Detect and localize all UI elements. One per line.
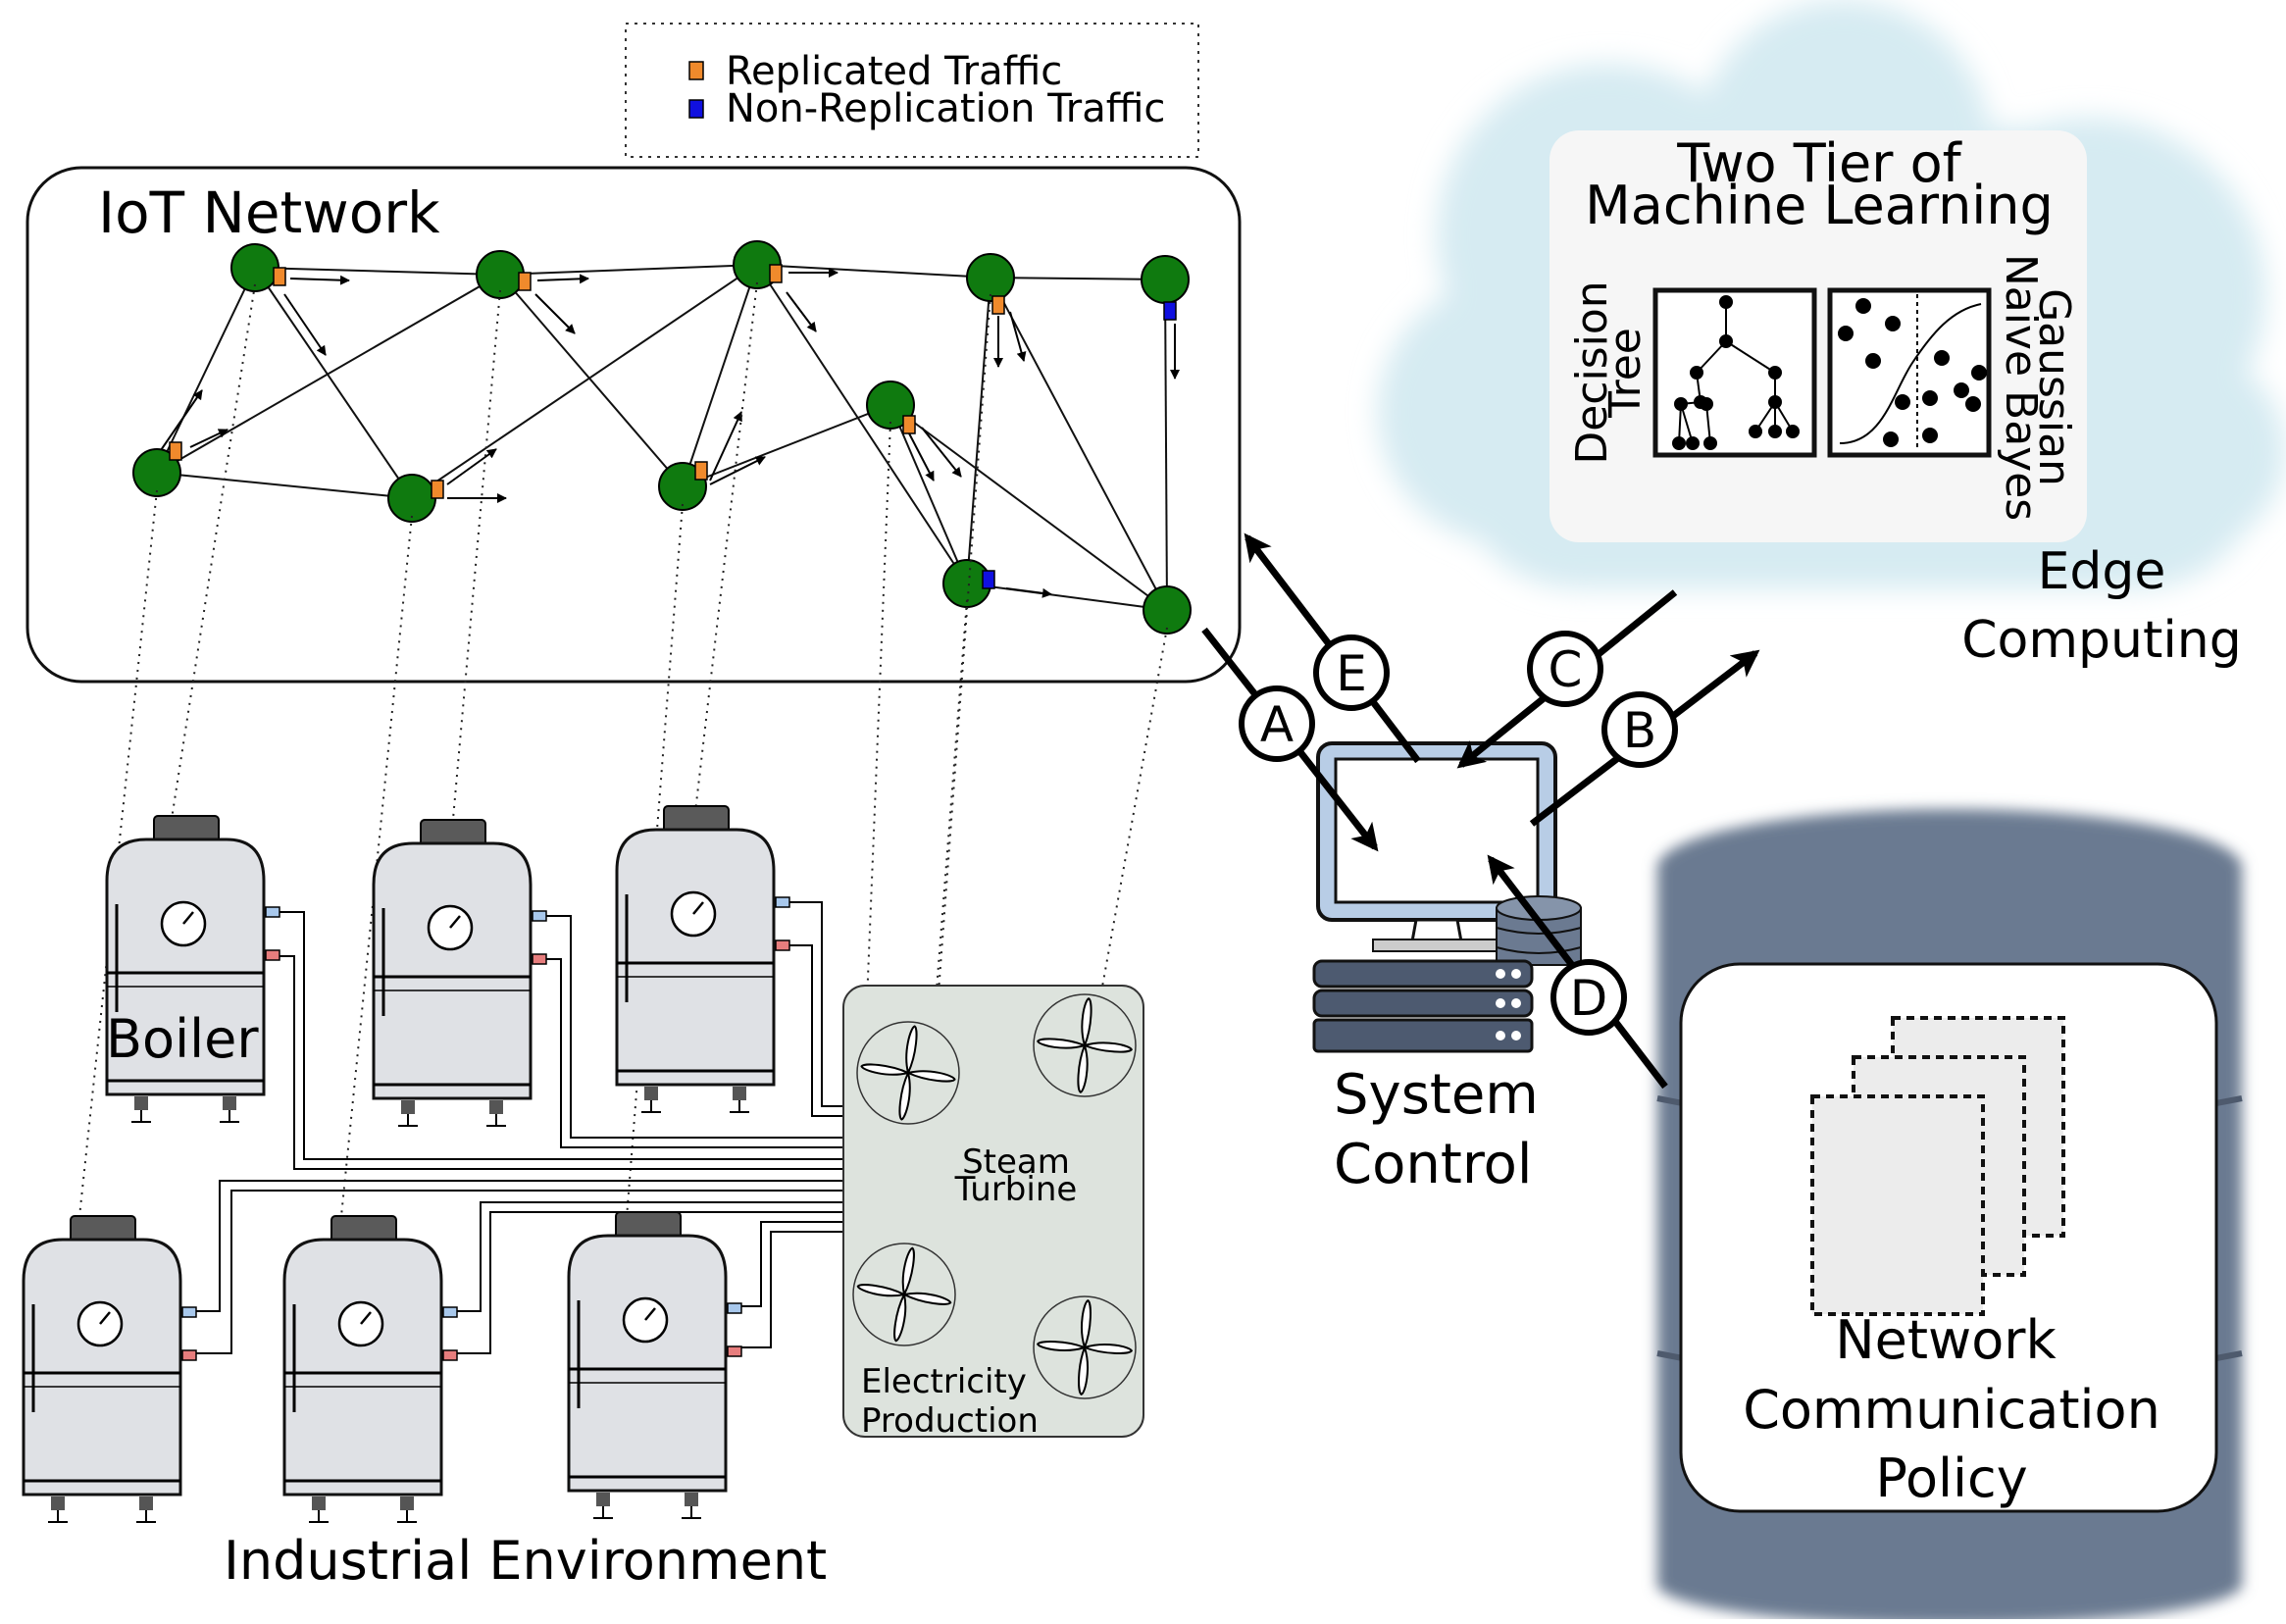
legend: Replicated Traffic Non-Replication Traff… [625, 23, 1199, 158]
industrial-environment-label: Industrial Environment [224, 1530, 827, 1592]
iot-node[interactable] [658, 462, 707, 511]
system-control-line2: Control [1334, 1133, 1532, 1196]
fan-icon [1033, 993, 1137, 1097]
system-control-line1: System [1334, 1063, 1539, 1127]
boiler-label: Boiler [106, 1008, 259, 1070]
replicated-traffic-marker [431, 480, 444, 499]
svg-text:C: C [1549, 641, 1583, 698]
electricity-production-line1: Electricity [861, 1362, 1027, 1401]
non-replication-traffic-marker [1163, 301, 1177, 321]
dt-label-line2: Tree [1600, 328, 1651, 419]
boiler[interactable] [282, 1215, 458, 1523]
replicated-traffic-marker [694, 461, 708, 481]
decision-tree-icon [1672, 295, 1800, 450]
iot-node[interactable] [1143, 585, 1192, 634]
steam-turbine-line1: Steam [962, 1142, 1070, 1182]
boiler[interactable] [105, 815, 280, 1123]
iot-network-title: IoT Network [98, 179, 440, 246]
edge-label-line2: Computing [1961, 611, 2242, 670]
iot-node[interactable] [387, 474, 436, 523]
policy-label-line1: Network [1835, 1309, 2057, 1371]
legend-non-replication-label: Non-Replication Traffic [726, 86, 1165, 131]
steam-turbine-line2: Turbine [954, 1170, 1078, 1209]
boilers [22, 805, 790, 1523]
system-control-computer[interactable] [1312, 741, 1582, 1053]
policy-database: Network Communication Policy [1656, 809, 2243, 1624]
ml-title-line2: Machine Learning [1585, 175, 2054, 236]
ml-title-line1: Two Tier of [1676, 132, 1962, 194]
electricity-production-line2: Production [861, 1401, 1039, 1441]
svg-text:A: A [1260, 696, 1294, 753]
fan-icon [856, 1021, 960, 1125]
boiler[interactable] [372, 819, 547, 1127]
pipes [196, 901, 843, 1354]
replicated-traffic-marker [273, 267, 286, 286]
boiler[interactable] [22, 1215, 197, 1523]
replicated-traffic-marker [169, 441, 182, 461]
flow-label-c: C [1527, 631, 1603, 707]
gaussian-nb-box [1827, 287, 1992, 458]
traffic-arrows [158, 268, 1180, 598]
replicated-traffic-marker [902, 415, 916, 434]
legend-non-replication-swatch [688, 99, 704, 119]
svg-text:D: D [1570, 970, 1608, 1027]
legend-replicated-label: Replicated Traffic [726, 49, 1062, 94]
fan-icon [852, 1243, 956, 1346]
iot-node[interactable] [230, 243, 279, 292]
replicated-traffic-marker [991, 295, 1005, 315]
iot-node[interactable] [132, 448, 181, 497]
fan-icon [1033, 1295, 1137, 1399]
dt-label-line1: Decision [1567, 280, 1617, 464]
turbine-panel: Steam Turbine Electricity Production [842, 985, 1144, 1441]
gaussian-nb-icon [1838, 294, 1987, 449]
flow-label-d: D [1550, 959, 1627, 1036]
iot-node[interactable] [966, 253, 1015, 302]
flow-label-a: A [1239, 685, 1315, 762]
replicated-traffic-marker [769, 264, 783, 283]
iot-links [156, 264, 1168, 611]
policy-label-line3: Policy [1875, 1447, 2027, 1509]
iot-network: IoT Network [25, 166, 1242, 684]
flow-label-b: B [1601, 691, 1678, 768]
non-replication-traffic-marker [982, 570, 995, 589]
iot-node[interactable] [1141, 255, 1190, 304]
iot-node[interactable] [866, 381, 915, 430]
boiler[interactable] [615, 805, 790, 1113]
gnb-label-line1: Gaussian [2029, 288, 2079, 486]
flow-labels: A B C D E [1239, 631, 1678, 1036]
replicated-traffic-marker [518, 272, 532, 291]
policy-label-line2: Communication [1743, 1379, 2160, 1441]
edge-label-line1: Edge [2038, 542, 2166, 601]
server-rack-icon [1312, 959, 1534, 1053]
legend-replicated-swatch [688, 61, 704, 80]
svg-text:E: E [1336, 645, 1367, 702]
ml-panel: Two Tier of Machine Learning [1549, 130, 2087, 542]
gnb-label-line2: Naive Bayes [1996, 254, 2046, 521]
svg-text:B: B [1623, 702, 1656, 759]
flow-label-e: E [1313, 634, 1390, 711]
boiler[interactable] [567, 1211, 742, 1519]
policy-documents-icon [1810, 1016, 2065, 1316]
